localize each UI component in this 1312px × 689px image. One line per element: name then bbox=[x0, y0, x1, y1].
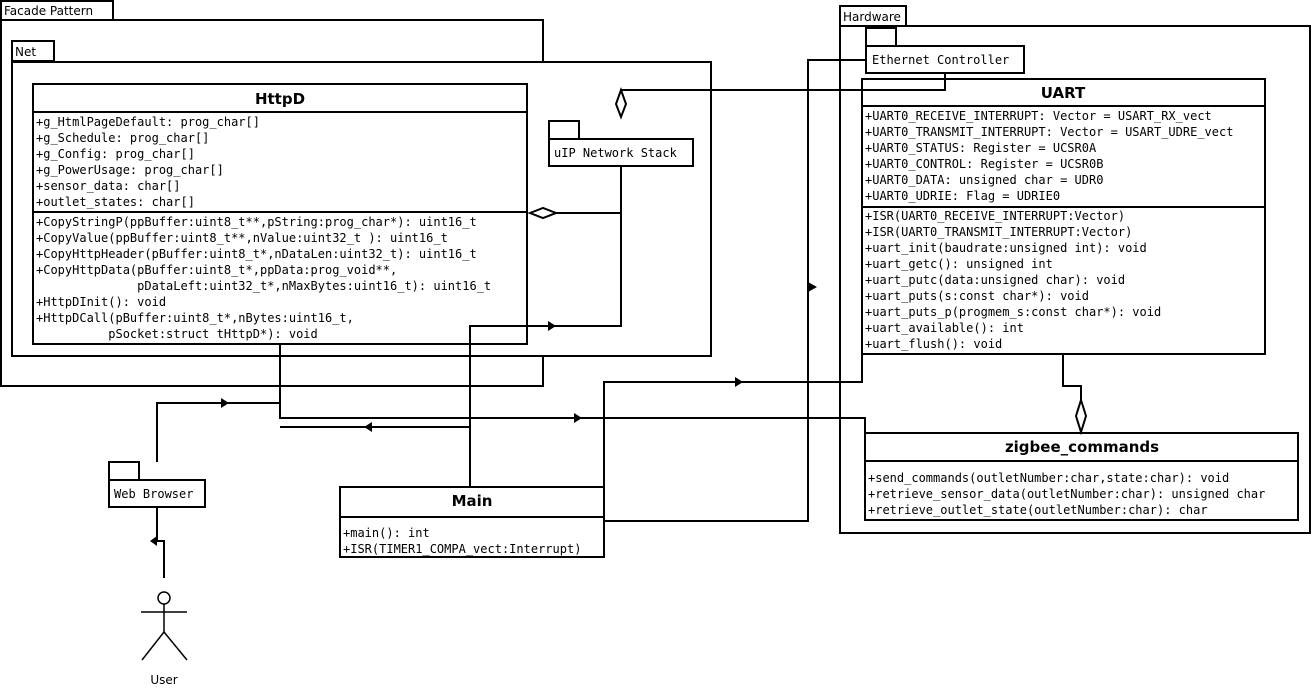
uart-attribute: +UART0_TRANSMIT_INTERRUPT: Vector = USAR… bbox=[865, 125, 1233, 139]
uart-attribute: +UART0_UDRIE: Flag = UDRIE0 bbox=[865, 189, 1060, 203]
uart-zigbee-link bbox=[1062, 354, 1082, 400]
main-uart-link bbox=[603, 354, 863, 487]
httpd-attribute: +sensor_data: char[] bbox=[36, 179, 181, 193]
package-facade-label: Facade Pattern bbox=[4, 4, 93, 18]
httpd-operations: +CopyStringP(ppBuffer:uint8_t**,pString:… bbox=[36, 215, 491, 341]
user-browser-link bbox=[156, 507, 165, 578]
main-operation: +main(): int bbox=[343, 526, 430, 540]
httpd-operation: pDataLeft:uint32_t*,nMaxBytes:uint16_t):… bbox=[36, 279, 491, 293]
main-httpd-link bbox=[280, 426, 471, 487]
main-uip-link bbox=[469, 166, 622, 487]
class-httpd: HttpD +g_HtmlPageDefault: prog_char[] +g… bbox=[32, 83, 528, 345]
arrowhead-icon bbox=[150, 536, 157, 546]
arrowhead-icon bbox=[364, 422, 372, 432]
httpd-operation: pSocket:struct tHttpD*): void bbox=[36, 327, 318, 341]
aggregation-diamond-uip bbox=[614, 87, 628, 120]
uart-operation: +uart_puts_p(progmem_s:const char*): voi… bbox=[865, 305, 1161, 319]
connectors bbox=[150, 59, 1088, 578]
httpd-operation: +CopyHttpData(pBuffer:uint8_t*,ppData:pr… bbox=[36, 263, 397, 277]
aggregation-diamond-httpd bbox=[527, 206, 559, 220]
uart-attributes: +UART0_RECEIVE_INTERRUPT: Vector = USART… bbox=[865, 109, 1233, 203]
zigbee-operations: +send_commands(outletNumber:char,state:c… bbox=[868, 471, 1265, 517]
arrowhead-icon bbox=[221, 398, 229, 408]
class-zigbee-name: zigbee_commands bbox=[1005, 438, 1159, 456]
class-main-name: Main bbox=[452, 492, 493, 510]
package-uip-network-stack: uIP Network Stack bbox=[548, 120, 694, 167]
uart-operation: +uart_flush(): void bbox=[865, 337, 1002, 351]
zigbee-operation: +send_commands(outletNumber:char,state:c… bbox=[868, 471, 1229, 485]
uart-attribute: +UART0_RECEIVE_INTERRUPT: Vector = USART… bbox=[865, 109, 1212, 123]
actor-user-label: User bbox=[150, 673, 177, 687]
web-browser-label: Web Browser bbox=[114, 487, 193, 501]
httpd-attribute: +outlet_states: char[] bbox=[36, 195, 195, 209]
httpd-attribute: +g_Config: prog_char[] bbox=[36, 147, 195, 161]
actor-head bbox=[157, 591, 171, 605]
httpd-operation: +HttpDInit(): void bbox=[36, 295, 166, 309]
zigbee-operation: +retrieve_sensor_data(outletNumber:char)… bbox=[868, 487, 1265, 501]
uart-operations: +ISR(UART0_RECEIVE_INTERRUPT:Vector) +IS… bbox=[865, 209, 1161, 351]
arrowhead-icon bbox=[574, 413, 582, 423]
class-zigbee-commands: zigbee_commands +send_commands(outletNum… bbox=[864, 432, 1299, 521]
uart-operation: +ISR(UART0_TRANSMIT_INTERRUPT:Vector) bbox=[865, 225, 1132, 239]
httpd-zigbee-link bbox=[279, 344, 866, 433]
uart-operation: +uart_available(): int bbox=[865, 321, 1024, 335]
class-uart-name: UART bbox=[1041, 84, 1086, 102]
httpd-attributes: +g_HtmlPageDefault: prog_char[] +g_Sched… bbox=[36, 115, 260, 209]
main-operation: +ISR(TIMER1_COMPA_vect:Interrupt) bbox=[343, 542, 581, 556]
uart-operation: +uart_putc(data:unsigned char): void bbox=[865, 273, 1125, 287]
httpd-operation: +CopyHttpHeader(pBuffer:uint8_t*,nDataLe… bbox=[36, 247, 477, 261]
uart-attribute: +UART0_STATUS: Register = UCSR0A bbox=[865, 141, 1097, 155]
class-main: Main +main(): int +ISR(TIMER1_COMPA_vect… bbox=[339, 486, 605, 558]
browser-httpd-link bbox=[156, 402, 280, 462]
uart-operation: +ISR(UART0_RECEIVE_INTERRUPT:Vector) bbox=[865, 209, 1125, 223]
httpd-attribute: +g_HtmlPageDefault: prog_char[] bbox=[36, 115, 260, 129]
ethernet-controller-label: Ethernet Controller bbox=[872, 53, 1009, 67]
httpd-attribute: +g_Schedule: prog_char[] bbox=[36, 131, 209, 145]
package-hardware-label: Hardware bbox=[843, 10, 901, 24]
zigbee-operation: +retrieve_outlet_state(outletNumber:char… bbox=[868, 503, 1208, 517]
package-web-browser: Web Browser bbox=[108, 461, 206, 508]
uart-attribute: +UART0_DATA: unsigned char = UDR0 bbox=[865, 173, 1103, 187]
arrowhead-icon bbox=[548, 321, 556, 331]
class-httpd-name: HttpD bbox=[255, 90, 305, 108]
httpd-operation: +HttpDCall(pBuffer:uint8_t*,nBytes:uint1… bbox=[36, 311, 354, 325]
package-net-label: Net bbox=[15, 45, 36, 59]
arrowhead-icon bbox=[808, 282, 817, 292]
ethernet-controller: Ethernet Controller bbox=[865, 27, 1025, 74]
arrowhead-icon bbox=[735, 377, 743, 387]
aggregation-diamond-uart bbox=[1074, 396, 1088, 436]
uart-attribute: +UART0_CONTROL: Register = UCSR0B bbox=[865, 157, 1103, 171]
httpd-operation: +CopyValue(ppBuffer:uint8_t**,nValue:uin… bbox=[36, 231, 448, 245]
actor-user: User bbox=[141, 591, 188, 687]
uart-operation: +uart_init(baudrate:unsigned int): void bbox=[865, 241, 1147, 255]
httpd-attribute: +g_PowerUsage: prog_char[] bbox=[36, 163, 224, 177]
httpd-operation: +CopyStringP(ppBuffer:uint8_t**,pString:… bbox=[36, 215, 477, 229]
uart-operation: +uart_puts(s:const char*): void bbox=[865, 289, 1089, 303]
class-uart: UART +UART0_RECEIVE_INTERRUPT: Vector = … bbox=[861, 78, 1266, 355]
uip-network-stack-label: uIP Network Stack bbox=[554, 146, 678, 160]
uart-operation: +uart_getc(): unsigned int bbox=[865, 257, 1053, 271]
